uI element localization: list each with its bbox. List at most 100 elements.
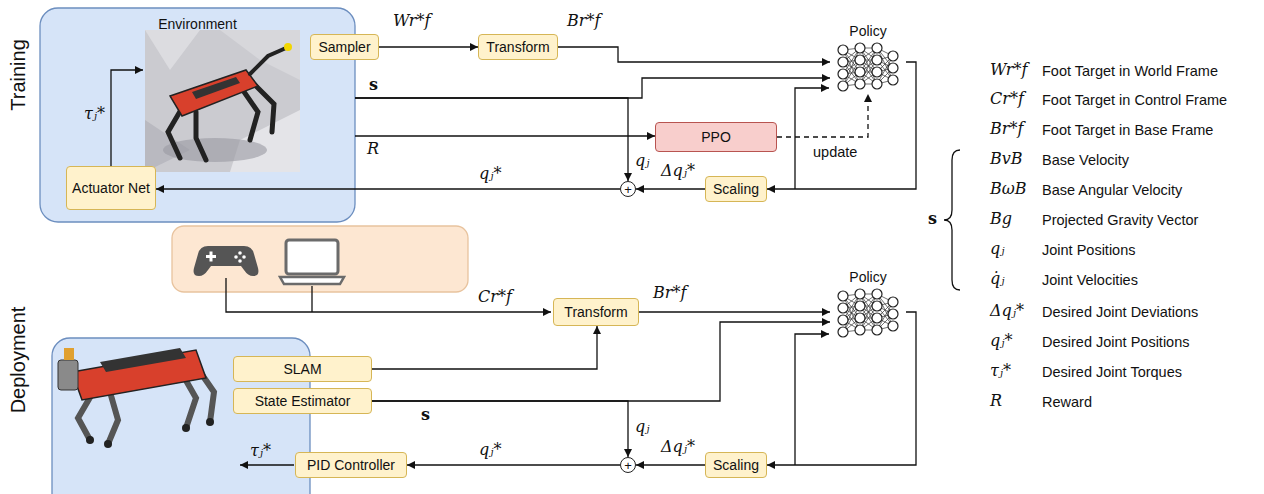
symbol-label: Br*f bbox=[990, 120, 1023, 138]
sum-junction: + bbox=[620, 457, 636, 473]
symbol-label: τⱼ* bbox=[990, 362, 1011, 380]
graphic-part bbox=[286, 240, 338, 274]
symbol-label: Δqⱼ* bbox=[990, 302, 1024, 320]
graphic-part bbox=[168, 108, 182, 158]
input-panel bbox=[172, 226, 468, 292]
connector bbox=[372, 322, 830, 401]
node-label: Actuator Net bbox=[72, 180, 150, 196]
graphic-part bbox=[145, 30, 200, 70]
policy-network: Policy bbox=[830, 268, 906, 342]
graphic-part bbox=[234, 255, 238, 259]
process-box: Sampler bbox=[310, 34, 379, 60]
symbol-label: s bbox=[928, 210, 937, 228]
connector bbox=[379, 46, 478, 47]
connector bbox=[355, 135, 655, 136]
glossary-text: Joint Velocities bbox=[1042, 271, 1138, 289]
node-label: PID Controller bbox=[307, 457, 395, 473]
symbol-label: Cr*f bbox=[990, 90, 1024, 108]
symbol-label: q̇ⱼ bbox=[990, 270, 1004, 288]
section-label: Deployment bbox=[9, 307, 27, 414]
graphic-part bbox=[196, 112, 206, 160]
process-box: SLAM bbox=[233, 356, 372, 382]
symbol-label: qⱼ bbox=[990, 240, 1004, 258]
node-label: Transform bbox=[486, 39, 549, 55]
node-label: + bbox=[624, 459, 632, 472]
graphic-part bbox=[206, 418, 214, 426]
process-box: State Estimator bbox=[233, 388, 372, 414]
symbol-label: τⱼ* bbox=[84, 105, 105, 123]
glossary-text: Desired Joint Deviations bbox=[1042, 303, 1198, 321]
connector bbox=[639, 311, 830, 312]
neural-net-icon bbox=[838, 289, 898, 337]
process-box: Scaling bbox=[705, 452, 767, 478]
graphic-part bbox=[206, 252, 216, 262]
graphic-part bbox=[100, 348, 186, 372]
connector bbox=[372, 326, 597, 369]
simulated-robot bbox=[145, 30, 300, 172]
graphic-part bbox=[111, 70, 143, 166]
symbol-label: BωB bbox=[990, 180, 1027, 198]
symbol-label: BvB bbox=[990, 150, 1023, 168]
edge-label: update bbox=[812, 143, 858, 161]
policy-network: Policy bbox=[830, 22, 906, 94]
edge-label: Br*f bbox=[566, 12, 601, 30]
edge-label: Δqⱼ* bbox=[660, 438, 696, 456]
laptop-icon bbox=[280, 240, 344, 284]
glossary-text: Projected Gravity Vector bbox=[1042, 211, 1198, 229]
graphic-part bbox=[194, 246, 259, 276]
edge-label: Br*f bbox=[652, 284, 687, 302]
node-label: Transform bbox=[564, 304, 627, 320]
node-label: PPO bbox=[701, 129, 731, 145]
sum-junction: + bbox=[620, 181, 636, 197]
graphic-part bbox=[145, 30, 300, 172]
graphic-part bbox=[78, 394, 92, 440]
graphic-part bbox=[795, 334, 829, 465]
symbol-label: Cr*f bbox=[478, 288, 512, 306]
edge-label: s bbox=[420, 406, 431, 424]
node-label: SLAM bbox=[283, 361, 321, 377]
graphic-part bbox=[238, 259, 242, 263]
graphic-part bbox=[86, 418, 214, 448]
edge-label: qⱼ* bbox=[478, 165, 502, 183]
graphic-part bbox=[240, 464, 294, 465]
edge-label: Δqⱼ* bbox=[660, 162, 696, 180]
glossary-text: Foot Target in World Frame bbox=[1042, 62, 1218, 80]
symbol-label: Wr*f bbox=[990, 61, 1027, 79]
edge-label: qⱼ bbox=[634, 418, 650, 436]
gamepad-icon bbox=[194, 246, 259, 276]
connector bbox=[777, 94, 868, 137]
graphic-part bbox=[250, 48, 286, 74]
edge-label: R bbox=[366, 140, 380, 158]
glossary-text: Foot Target in Control Frame bbox=[1042, 91, 1227, 109]
connector bbox=[355, 78, 830, 98]
signal-wires bbox=[111, 70, 960, 465]
graphic-part bbox=[170, 70, 258, 116]
neural-net-icon bbox=[838, 43, 898, 91]
node-label: Scaling bbox=[713, 181, 759, 197]
graphic-part bbox=[108, 392, 118, 444]
connector bbox=[156, 188, 620, 189]
process-box: PID Controller bbox=[295, 452, 407, 478]
glossary-text: Joint Positions bbox=[1042, 241, 1136, 259]
process-box: Scaling bbox=[705, 176, 767, 202]
graphic-part bbox=[238, 251, 242, 255]
connector bbox=[767, 312, 916, 465]
symbol-label: qⱼ* bbox=[990, 332, 1012, 350]
connector bbox=[407, 464, 620, 465]
symbol-label: τⱼ* bbox=[250, 442, 271, 460]
section-label: Training bbox=[9, 39, 27, 111]
glossary-text: Foot Target in Base Frame bbox=[1042, 121, 1213, 139]
connector bbox=[636, 464, 705, 465]
state-brace bbox=[944, 150, 960, 290]
environment-panel bbox=[40, 8, 355, 222]
graphic-part bbox=[311, 286, 312, 312]
graphic-part bbox=[64, 348, 74, 360]
graphic-part bbox=[86, 436, 94, 444]
node-heading: Environment bbox=[40, 16, 355, 32]
graphic-part bbox=[192, 77, 240, 99]
node-label: Sampler bbox=[318, 39, 370, 55]
edge-label: s bbox=[368, 76, 379, 94]
symbol-label: Bg bbox=[990, 210, 1012, 228]
connector bbox=[636, 188, 705, 189]
